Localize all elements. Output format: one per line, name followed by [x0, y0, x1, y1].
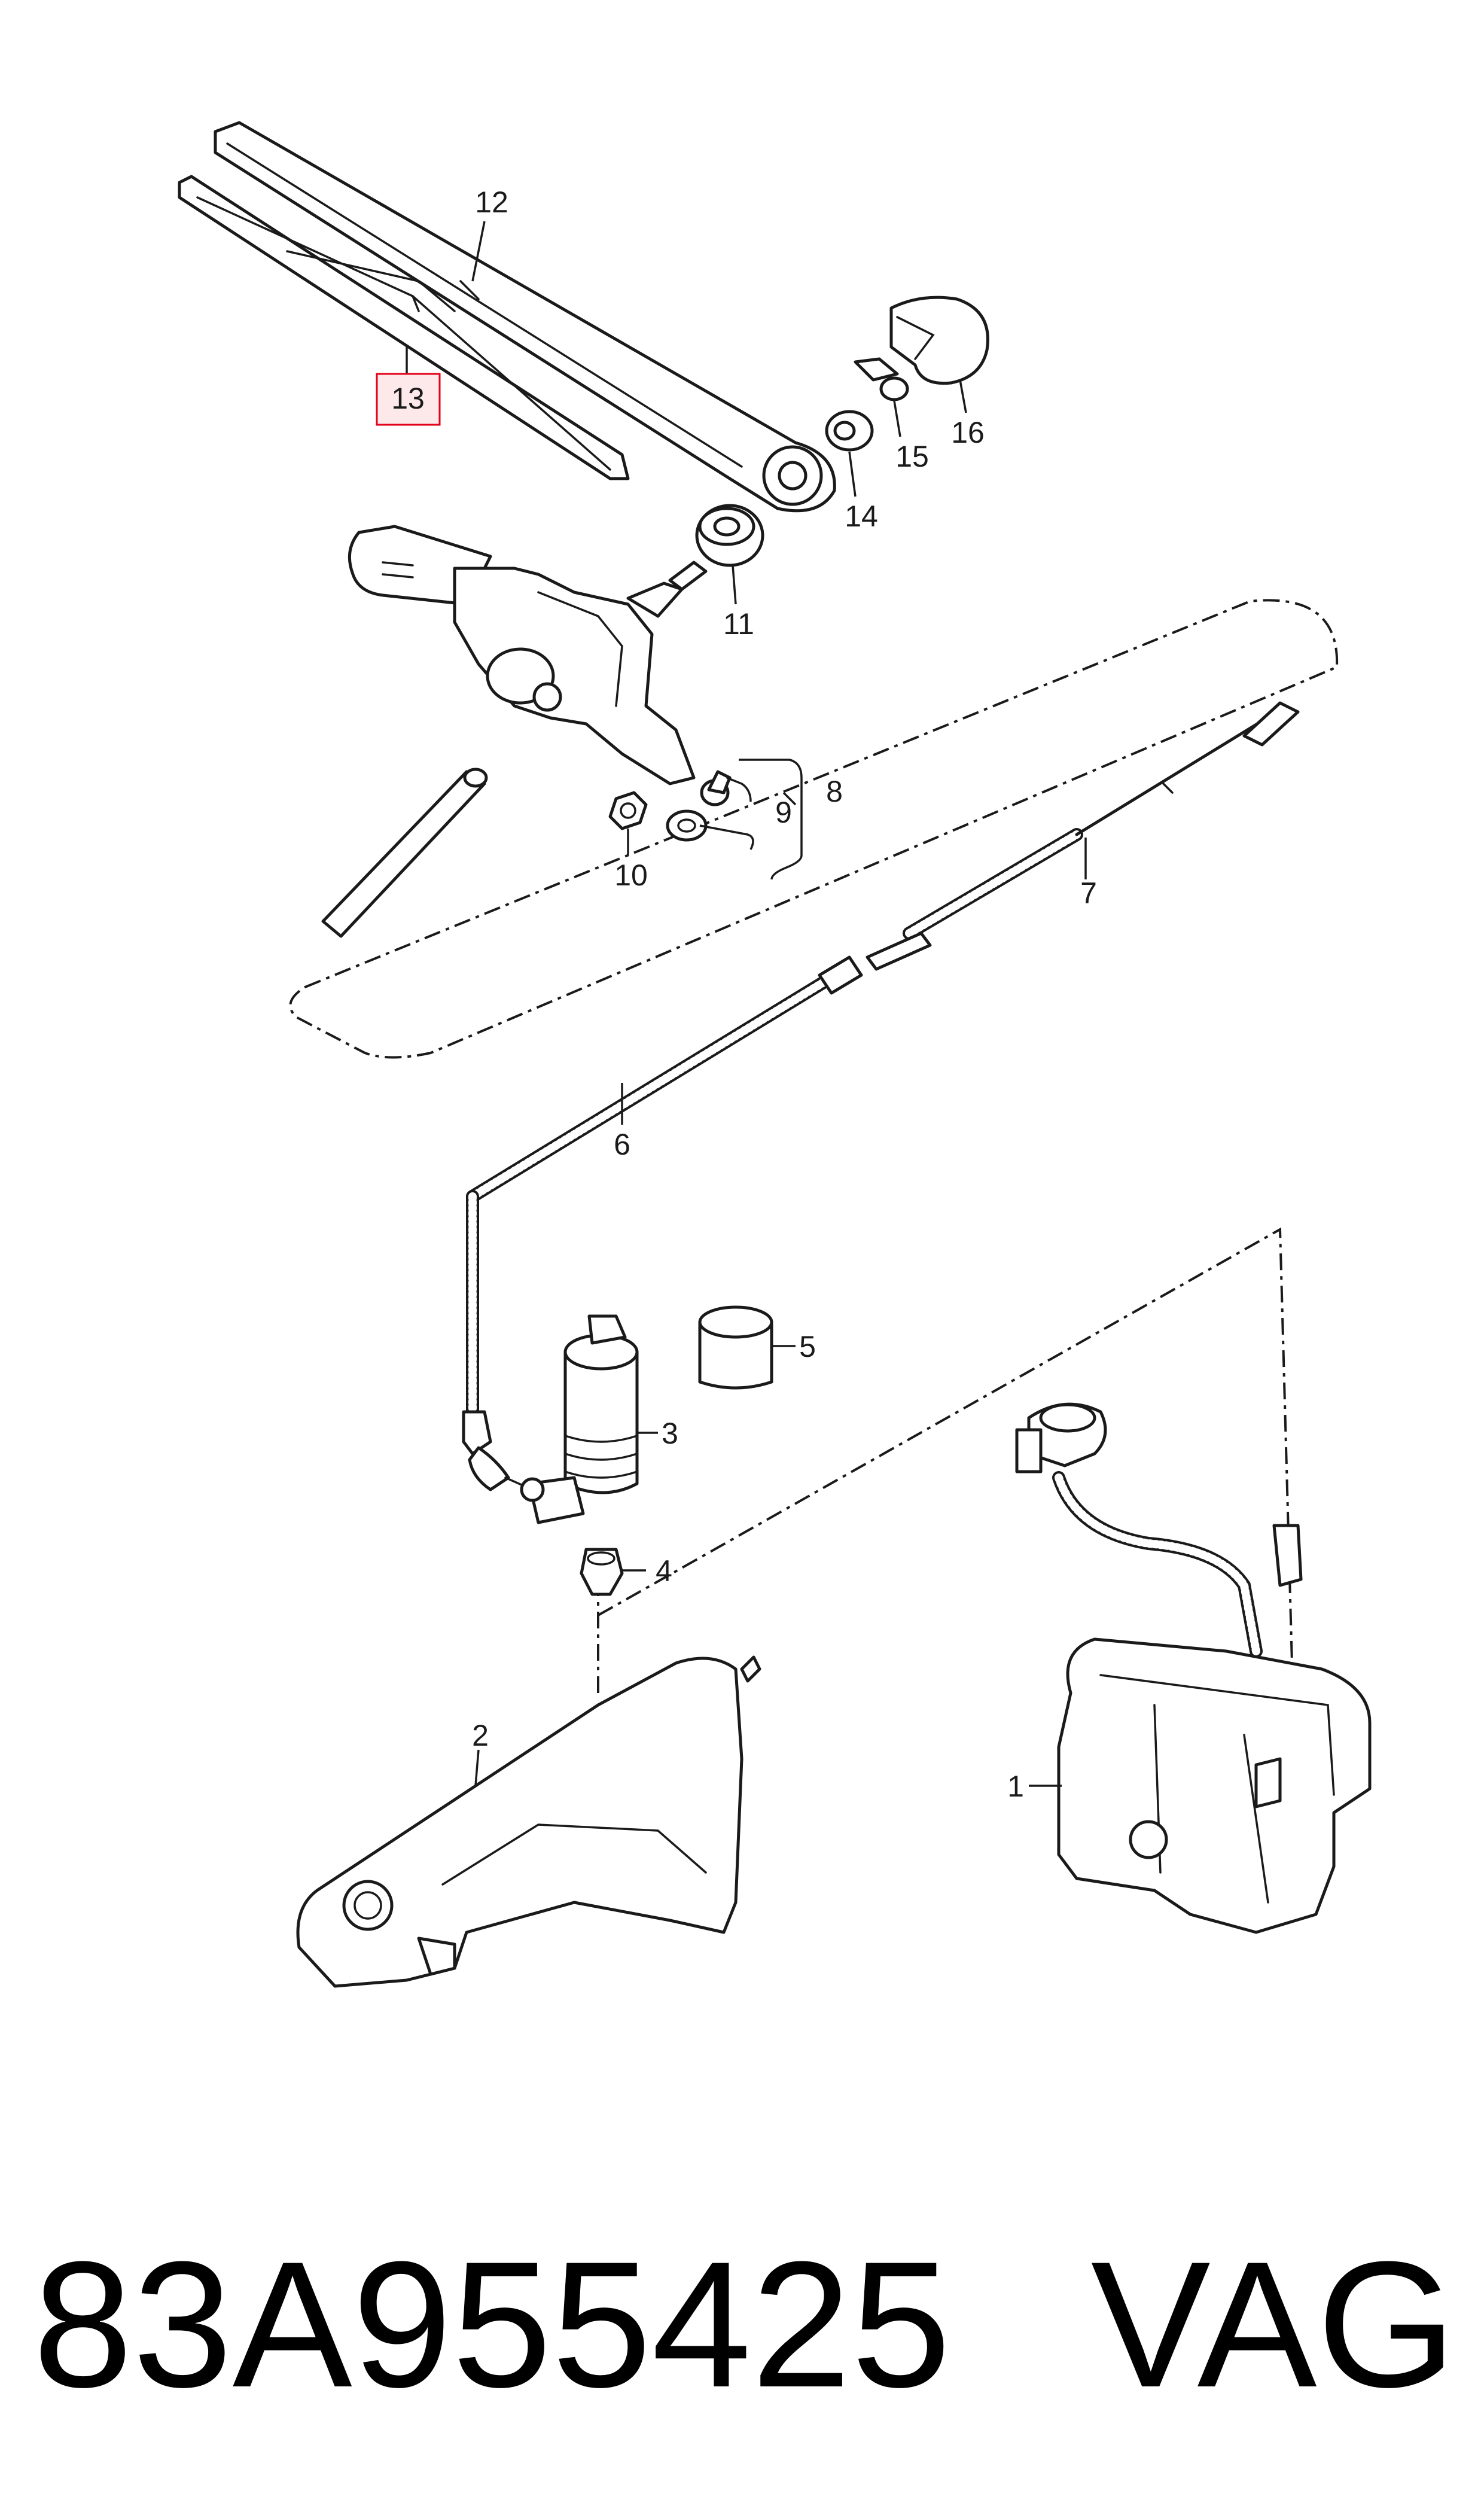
caption: 83A955425 VAG [33, 2225, 1456, 2423]
tailgate-assembly-outline [289, 599, 1339, 1059]
reservoir-filler-neck[interactable] [296, 1655, 761, 1988]
washer-pump[interactable] [520, 1314, 639, 1524]
washer-assembly-guide-line [598, 1227, 1293, 1664]
lower-washer-hose[interactable] [462, 955, 863, 1491]
retaining-clip[interactable] [854, 357, 909, 401]
brand-name: VAG [1090, 2224, 1456, 2425]
callout-2[interactable]: 2 [472, 1719, 489, 1752]
bracket-screw[interactable] [700, 770, 732, 806]
pump-grommet[interactable] [580, 1548, 624, 1596]
leader-lines [406, 221, 1087, 1787]
callout-10[interactable]: 10 [614, 858, 648, 892]
callout-5[interactable]: 5 [799, 1330, 816, 1363]
callout-13[interactable]: 13 [391, 382, 425, 415]
spindle-nut[interactable] [825, 410, 874, 452]
callout-1[interactable]: 1 [1007, 1770, 1024, 1803]
callout-16[interactable]: 16 [951, 416, 985, 449]
callout-9[interactable]: 9 [775, 796, 792, 829]
callout-6[interactable]: 6 [614, 1128, 630, 1161]
upper-washer-hose[interactable] [866, 701, 1300, 971]
tailgate-strut [321, 768, 488, 938]
pivot-cap[interactable] [889, 296, 989, 385]
washer-fluid-reservoir[interactable] [1057, 1637, 1372, 1934]
part-number: 83A955425 [33, 2224, 951, 2425]
wiper-motor[interactable] [348, 525, 708, 785]
spindle-grommet[interactable] [695, 504, 764, 567]
callout-3[interactable]: 3 [662, 1417, 678, 1450]
callout-14[interactable]: 14 [845, 500, 878, 533]
callout-12[interactable]: 12 [475, 185, 508, 219]
callout-15[interactable]: 15 [895, 440, 929, 473]
callout-7[interactable]: 7 [1080, 876, 1097, 910]
highlight-box [376, 373, 441, 426]
callout-4[interactable]: 4 [656, 1554, 672, 1588]
wiper-blade[interactable] [178, 175, 630, 480]
mounting-bolt[interactable] [666, 809, 708, 842]
wiper-arm[interactable] [214, 121, 836, 513]
hex-nut[interactable] [608, 791, 648, 830]
callout-11[interactable]: 11 [723, 607, 754, 641]
pump-sleeve[interactable] [698, 1305, 773, 1390]
reservoir-filler-hose[interactable] [1015, 1402, 1303, 1658]
callout-8[interactable]: 8 [826, 775, 843, 808]
